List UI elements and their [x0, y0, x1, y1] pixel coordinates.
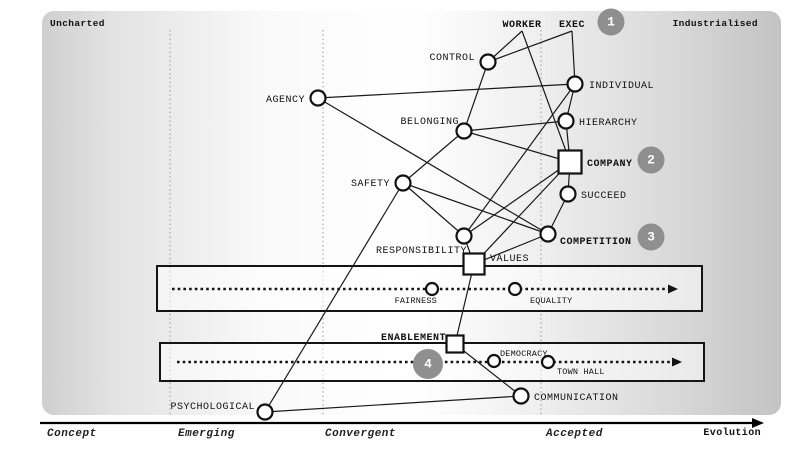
node-label-psychological: PSYCHOLOGICAL [170, 402, 255, 413]
node-label-townhall: TOWN HALL [557, 367, 605, 377]
badge-number-3: 3 [647, 230, 655, 245]
node-label-values: VALUES [490, 254, 529, 265]
node-responsibility [455, 227, 473, 245]
badge-number-4: 4 [424, 357, 432, 372]
node-label-individual: INDIVIDUAL [589, 81, 654, 92]
node-label-equality: EQUALITY [530, 296, 572, 306]
node-label-competition: COMPETITION [560, 237, 632, 248]
stage-label-accepted: Accepted [545, 428, 603, 440]
edge-belonging-hierarchy [463, 120, 567, 132]
evolution-label: Evolution [703, 427, 761, 439]
node-hierarchy [557, 112, 575, 130]
node-label-control: CONTROL [429, 53, 475, 64]
node-competition [539, 225, 557, 243]
node-label-belonging: BELONGING [400, 117, 459, 128]
node-enablement [445, 334, 465, 354]
edge-worker-company [521, 30, 571, 163]
node-label-communication: COMMUNICATION [534, 393, 619, 404]
edge-belonging-safety [402, 130, 465, 184]
edge-safety-competition [402, 182, 549, 235]
node-label-agency: AGENCY [266, 95, 305, 106]
edge-values-competition [473, 233, 549, 265]
node-values [462, 252, 486, 276]
node-belonging [455, 122, 473, 140]
node-psychological [256, 403, 274, 421]
edge-exec-individual [571, 30, 576, 85]
badge-circle-4 [413, 349, 443, 379]
edge-safety-psychological [264, 182, 404, 413]
edge-company-values [473, 161, 571, 265]
evolution-axis-arrowhead [752, 418, 764, 428]
node-company [557, 149, 583, 175]
node-townhall [540, 354, 556, 370]
node-label-safety: SAFETY [351, 179, 390, 190]
badge-circle-1 [597, 8, 625, 36]
pipeline-flow-arrowhead-1 [668, 284, 678, 294]
node-succeed [559, 185, 577, 203]
node-label-fairness: FAIRNESS [395, 296, 437, 306]
edge-control-belonging [463, 61, 489, 132]
stage-label-emerging: Emerging [178, 428, 235, 440]
badge-circle-3 [637, 223, 665, 251]
node-individual [566, 75, 584, 93]
node-label-hierarchy: HIERARCHY [579, 118, 638, 129]
edge-enablement-communication [454, 343, 522, 397]
node-label-exec: EXEC [559, 20, 585, 31]
map-background [42, 11, 781, 415]
pipeline-flow-arrowhead-2 [672, 357, 682, 367]
node-democracy [486, 353, 502, 369]
edge-agency-competition [317, 97, 549, 235]
node-label-succeed: SUCCEED [581, 191, 627, 202]
node-safety [394, 174, 412, 192]
badge-circle-2 [637, 146, 665, 174]
edge-belonging-company [463, 130, 571, 163]
stage-label-convergent: Convergent [325, 428, 396, 440]
edge-exec-control [487, 30, 573, 63]
edge-agency-individual [317, 83, 576, 99]
stage-label-concept: Concept [47, 428, 97, 440]
edge-safety-responsibility [402, 182, 465, 237]
badge-number-2: 2 [647, 153, 655, 168]
node-label-democracy: DEMOCRACY [500, 349, 548, 359]
badge-number-1: 1 [607, 15, 615, 30]
node-control [479, 53, 497, 71]
node-fairness [424, 281, 440, 297]
node-label-company: COMPANY [587, 159, 633, 170]
node-label-responsibility: RESPONSIBILITY [376, 246, 467, 257]
edge-values-enablement [454, 263, 475, 345]
node-agency [309, 89, 327, 107]
node-label-enablement: ENABLEMENT [381, 333, 446, 344]
node-label-worker: WORKER [502, 20, 541, 31]
node-communication [512, 387, 530, 405]
edge-psychological-communication [264, 395, 522, 413]
node-equality [507, 281, 523, 297]
uncharted-label: Uncharted [50, 18, 105, 29]
industrialised-label: Industrialised [673, 18, 758, 29]
edge-company-responsibility [463, 161, 571, 237]
